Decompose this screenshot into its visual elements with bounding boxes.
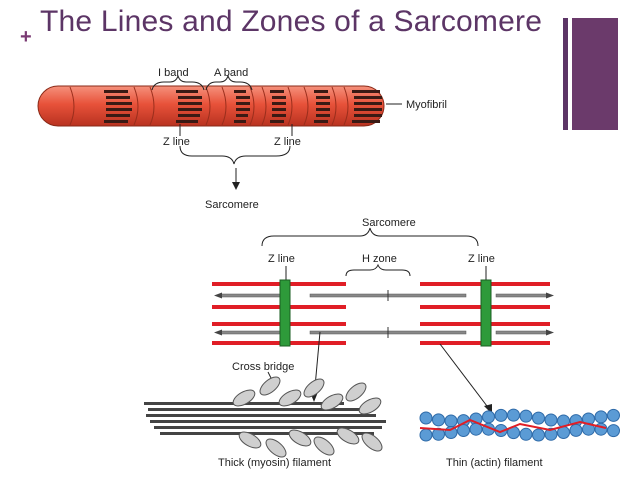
- thick-filament-illustration: [144, 376, 386, 458]
- myofibril-label: Myofibril: [406, 99, 447, 111]
- z-line-right-middle: Z line: [468, 253, 495, 265]
- actin-bead: [494, 408, 508, 422]
- actin-beads: [419, 408, 620, 442]
- actin-bead: [569, 423, 583, 437]
- actin-bead: [419, 411, 433, 425]
- actin-bead: [519, 409, 533, 423]
- actin-bead: [457, 424, 470, 437]
- z-line-left-label: Z line: [163, 136, 190, 148]
- actin-bead: [519, 427, 533, 441]
- cross-bridge-label: Cross bridge: [232, 361, 294, 373]
- i-band-label: I band: [158, 67, 189, 79]
- actin-bead: [532, 411, 545, 425]
- tropomyosin-strand: [419, 418, 607, 434]
- actin-bead: [507, 408, 520, 422]
- actin-bead: [607, 424, 620, 438]
- band-braces: [151, 74, 293, 165]
- thin-filament-label: Thin (actin) filament: [446, 457, 543, 469]
- actin-bead: [544, 413, 558, 427]
- h-zone-label: H zone: [362, 253, 397, 265]
- actin-bead: [419, 428, 433, 442]
- actin-bead: [444, 414, 458, 428]
- actin-bead: [482, 410, 495, 424]
- plus-icon: +: [20, 26, 32, 48]
- a-band-striations: [104, 90, 382, 123]
- actin-bead: [544, 427, 558, 441]
- myosin-filaments: [214, 290, 554, 338]
- sarcomere-label-top: Sarcomere: [205, 199, 259, 211]
- slide-title: The Lines and Zones of a Sarcomere: [40, 5, 543, 38]
- actin-bead: [607, 408, 620, 422]
- myosin-heads: [232, 376, 383, 458]
- z-line-right-label: Z line: [274, 136, 301, 148]
- z-line-left-middle: Z line: [268, 253, 295, 265]
- actin-bead: [594, 410, 608, 424]
- actin-bead: [532, 428, 545, 442]
- a-band-label: A band: [214, 67, 248, 79]
- sarcomere-brace: [261, 227, 487, 280]
- myofibril: [37, 85, 385, 127]
- actin-bead: [432, 413, 445, 427]
- sarcomere-label-middle: Sarcomere: [362, 217, 416, 229]
- title-accent-line: [563, 18, 568, 130]
- title-accent-block: [572, 18, 618, 130]
- myofibril-segments: [69, 86, 349, 126]
- actin-filaments: [212, 282, 550, 345]
- z-discs: [279, 279, 492, 347]
- thin-filament-illustration: [419, 408, 620, 442]
- sarcomere-arrow: [232, 168, 240, 190]
- thick-filament-label: Thick (myosin) filament: [218, 457, 331, 469]
